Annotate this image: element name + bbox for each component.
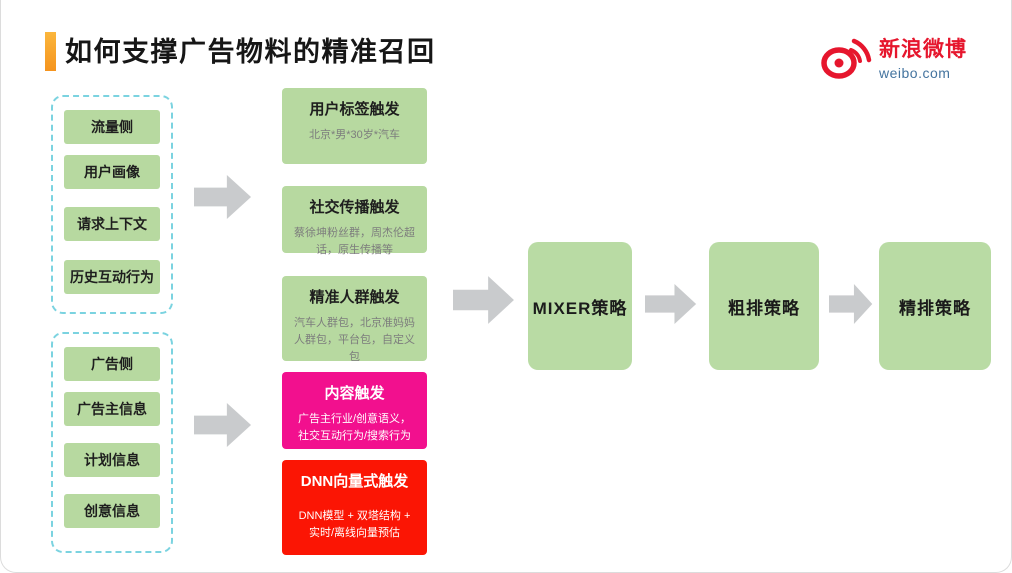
pipeline-stage-label: 精排策略: [899, 298, 971, 318]
trigger-dnn-vector: DNN向量式触发 DNN模型 + 双塔结构 + 实时/离线向量预估: [282, 460, 427, 555]
trigger-title: 社交传播触发: [309, 199, 400, 216]
trigger-subtitle: 蔡徐坤粉丝群，周杰伦超话，原生传播等: [294, 227, 415, 257]
ad-side-group: 广告侧 广告主信息 计划信息 创意信息: [51, 332, 173, 553]
pipeline-stage-coarse-rank: 粗排策略: [709, 242, 819, 370]
pipeline-stage-label: MIXER策略: [532, 298, 628, 318]
trigger-title: DNN向量式触发: [300, 473, 409, 490]
trigger-subtitle: 汽车人群包，北京准妈妈人群包，平台包，自定义包: [294, 317, 415, 364]
ad-side-label: 广告侧: [64, 347, 160, 381]
traffic-item-user-profile: 用户画像: [64, 155, 160, 189]
trigger-user-tag: 用户标签触发 北京*男*30岁*汽车: [282, 88, 427, 164]
trigger-subtitle: DNN模型 + 双塔结构 + 实时/离线向量预估: [298, 510, 411, 540]
pipeline-stage-label: 粗排策略: [728, 298, 800, 318]
flow-arrow-icon: [645, 283, 697, 325]
ad-item-creative-info: 创意信息: [64, 494, 160, 528]
trigger-title: 用户标签触发: [309, 101, 400, 118]
weibo-logo: 新浪微博 weibo.com: [817, 32, 967, 82]
flow-arrow-icon: [453, 275, 515, 325]
trigger-title: 精准人群触发: [309, 289, 400, 306]
ad-item-advertiser-info: 广告主信息: [64, 392, 160, 426]
weibo-logo-text: 新浪微博 weibo.com: [879, 33, 967, 81]
traffic-side-label: 流量侧: [64, 110, 160, 144]
ad-item-plan-info: 计划信息: [64, 443, 160, 477]
weibo-eye-icon: [821, 38, 872, 79]
pipeline-stage-mixer: MIXER策略: [528, 242, 632, 370]
trigger-precise-audience: 精准人群触发 汽车人群包，北京准妈妈人群包，平台包，自定义包: [282, 276, 427, 363]
flow-arrow-icon: [194, 174, 252, 220]
weibo-logo-name: 新浪微博: [879, 38, 967, 61]
traffic-item-request-context: 请求上下文: [64, 207, 160, 241]
traffic-side-group: 流量侧 用户画像 请求上下文 历史互动行为: [51, 95, 173, 314]
trigger-subtitle: 北京*男*30岁*汽车: [308, 129, 401, 141]
flow-arrow-icon: [829, 283, 873, 325]
trigger-title: 内容触发: [324, 385, 385, 402]
pipeline-stage-fine-rank: 精排策略: [879, 242, 991, 370]
page-title: 如何支撑广告物料的精准召回: [65, 37, 436, 67]
flow-arrow-icon: [194, 402, 252, 448]
traffic-item-history-behavior: 历史互动行为: [64, 260, 160, 294]
title-accent-bar: [45, 32, 56, 71]
weibo-logo-domain: weibo.com: [879, 65, 951, 81]
trigger-subtitle: 广告主行业/创意语义，社交互动行为/搜索行为: [297, 413, 412, 443]
trigger-content: 内容触发 广告主行业/创意语义，社交互动行为/搜索行为: [282, 372, 427, 449]
trigger-social-spread: 社交传播触发 蔡徐坤粉丝群，周杰伦超话，原生传播等: [282, 186, 427, 256]
